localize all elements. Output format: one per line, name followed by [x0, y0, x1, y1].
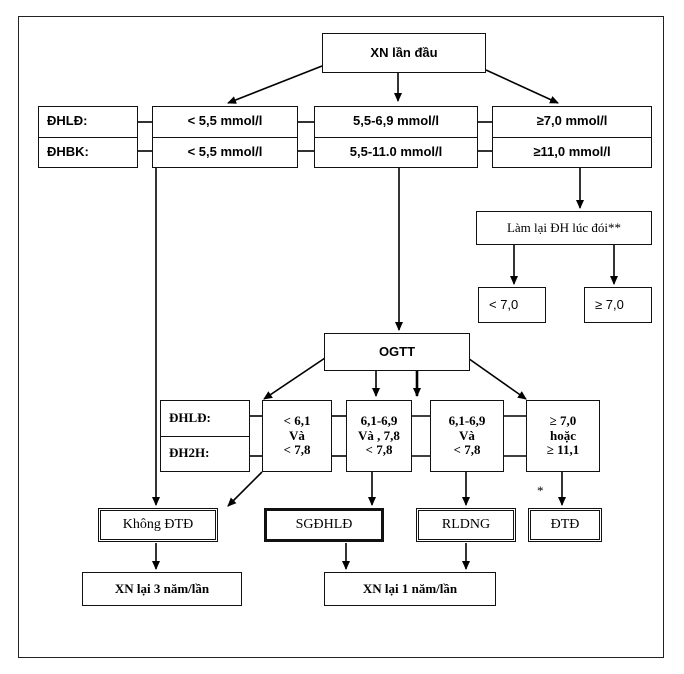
outcome-igt-label: RLDNG [441, 516, 491, 532]
ogtt-box: OGTT [324, 333, 470, 371]
retest-below-box: < 7,0 [478, 287, 546, 323]
arrow-col1-to-normal [227, 471, 263, 507]
start-box: XN lần đầu [322, 33, 486, 73]
diabetes-footnote-star: * [537, 483, 544, 498]
ogtt-igt-box: 6,1-6,9 Và < 7,8 [430, 400, 504, 472]
ogtt-normal-fasting: < 6,1 [283, 412, 311, 428]
outcome-diabetes: ĐTĐ [528, 508, 602, 542]
followup-3-years-label: XN lại 3 năm/lần [114, 580, 210, 596]
low-glucose-box: < 5,5 mmol/l < 5,5 mmol/l [152, 106, 298, 168]
ogtt-normal-box: < 6,1 Và < 7,8 [262, 400, 332, 472]
ogtt-igt-fasting: 6,1-6,9 [448, 412, 486, 428]
mid-glucose-box: 5,5-6,9 mmol/l 5,5-11.0 mmol/l [314, 106, 478, 168]
label-dhbk: ĐHBK: [39, 136, 137, 168]
label-dhld: ĐHLĐ: [47, 113, 88, 129]
outcome-ifg: SGĐHLĐ [264, 508, 384, 542]
ogtt-normal-2h: < 7,8 [283, 442, 311, 458]
ogtt-normal-and: Và [289, 427, 305, 443]
fasting-label-stack: ĐHLĐ: ĐHBK: [38, 106, 138, 168]
retest-fasting-box: Làm lại ĐH lúc đói** [476, 211, 652, 245]
retest-above-box: ≥ 7,0 [584, 287, 652, 323]
ogtt-diabetes-2h: ≥ 11,1 [546, 442, 580, 458]
arrow-start-to-high [485, 69, 559, 104]
label-ogtt-fasting: ĐHLĐ: [169, 409, 211, 425]
outcome-no-diabetes: Không ĐTĐ [98, 508, 218, 542]
arrow-ogtt-to-col4 [464, 355, 527, 400]
arrow-start-to-low [227, 65, 323, 104]
mid-random-value: 5,5-11.0 mmol/l [315, 136, 477, 168]
high-glucose-box: ≥7,0 mmol/l ≥11,0 mmol/l [492, 106, 652, 168]
high-fasting-value: ≥7,0 mmol/l [536, 113, 608, 129]
low-random-value: < 5,5 mmol/l [153, 136, 297, 168]
low-fasting-value: < 5,5 mmol/l [187, 113, 263, 129]
followup-3-years: XN lại 3 năm/lần [82, 572, 242, 606]
retest-label: Làm lại ĐH lúc đói** [506, 219, 622, 235]
ogtt-diabetes-box: ≥ 7,0 hoặc ≥ 11,1 [526, 400, 600, 472]
ogtt-diabetes-fasting: ≥ 7,0 [549, 412, 577, 428]
high-random-value: ≥11,0 mmol/l [493, 136, 651, 168]
retest-above-label: ≥ 7,0 [595, 296, 624, 312]
outcome-ifg-label: SGĐHLĐ [295, 516, 353, 532]
ogtt-diabetes-or: hoặc [550, 427, 576, 443]
label-ogtt-2h: ĐH2H: [161, 435, 249, 472]
ogtt-ifg-2h: < 7,8 [365, 442, 393, 458]
followup-1-year: XN lại 1 năm/lần [324, 572, 496, 606]
mid-fasting-value: 5,5-6,9 mmol/l [353, 113, 439, 129]
ogtt-igt-2h: < 7,8 [453, 442, 481, 458]
ogtt-label-stack: ĐHLĐ: ĐH2H: [160, 400, 250, 472]
ogtt-label: OGTT [378, 343, 416, 359]
diagram-frame [18, 16, 664, 658]
outcome-igt: RLDNG [416, 508, 516, 542]
ogtt-ifg-box: 6,1-6,9 Và , 7,8 < 7,8 [346, 400, 412, 472]
ogtt-ifg-and: Và , 7,8 [358, 427, 400, 443]
outcome-no-diabetes-label: Không ĐTĐ [122, 516, 194, 532]
ogtt-igt-and: Và [459, 427, 475, 443]
retest-below-label: < 7,0 [489, 296, 519, 312]
outcome-diabetes-label: ĐTĐ [550, 516, 580, 532]
arrow-ogtt-to-col1 [263, 355, 329, 400]
ogtt-ifg-fasting: 6,1-6,9 [360, 412, 398, 428]
followup-1-year-label: XN lại 1 năm/lần [362, 580, 458, 596]
start-label: XN lần đầu [370, 44, 438, 60]
